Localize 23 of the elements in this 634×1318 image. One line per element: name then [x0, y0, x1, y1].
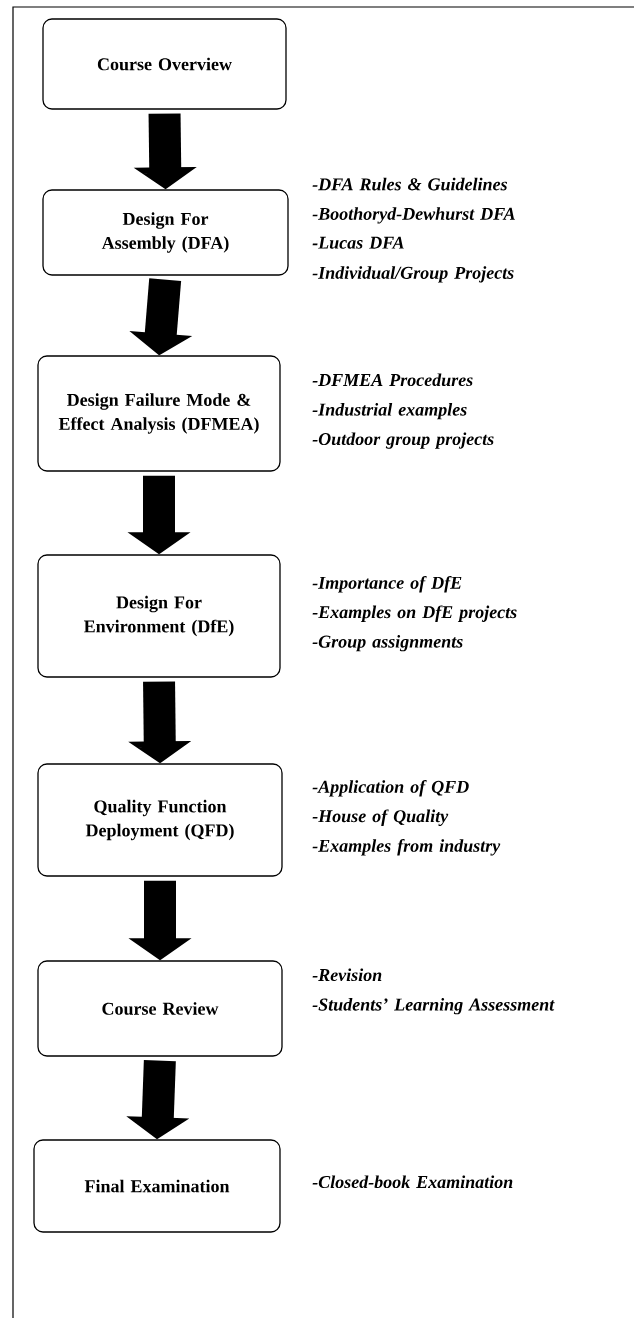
note-text: -Individual/Group Projects — [312, 266, 514, 283]
process-box: Quality Function Deployment (QFD) — [37, 763, 283, 877]
process-box: Course Overview — [42, 18, 287, 110]
note-text: -Application of QFD — [312, 780, 469, 797]
process-box: Design Failure Mode & Effect Analysis (DFMEA) — [37, 355, 281, 472]
process-box: Design For Environment (DfE) — [37, 554, 281, 678]
process-box: Final Examination — [33, 1139, 281, 1233]
note-text: -Importance of DfE — [312, 576, 462, 593]
note-text: -DFMEA Procedures — [312, 373, 473, 387]
note-text: -Boothoryd-Dewhurst DFA — [312, 207, 515, 224]
note-text: -Lucas DFA — [312, 236, 404, 249]
process-box: Course Review — [37, 960, 283, 1057]
note-text: -Examples from industry — [312, 839, 501, 856]
note-text: -House of Quality — [312, 809, 449, 826]
note-text: -Examples on DfE projects — [312, 605, 517, 622]
process-box: Design For Assembly (DFA) — [42, 189, 289, 276]
note-text: -Industrial examples — [312, 403, 467, 420]
note-text: -Revision — [312, 968, 382, 982]
note-text: -Group assignments — [312, 635, 463, 652]
note-text: -Outdoor group projects — [312, 432, 494, 449]
note-text: -Closed-book Examination — [312, 1175, 513, 1189]
note-text: -DFA Rules & Guidelines — [312, 177, 507, 191]
note-text: -Students’ Learning Assessment — [312, 998, 555, 1015]
